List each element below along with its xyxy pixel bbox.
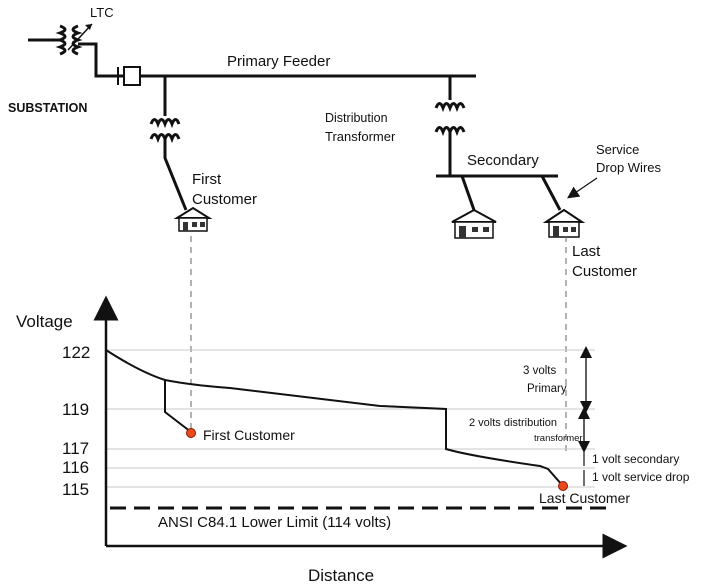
- substation-lead: [78, 42, 114, 78]
- last-customer-label-line1: Last: [572, 243, 601, 260]
- first-distribution-transformer-icon: [149, 118, 181, 144]
- x-axis-label: Distance: [308, 566, 374, 584]
- y-tick-116: 116: [62, 458, 89, 477]
- primary-drop-label-line1: 3 volts: [523, 365, 556, 377]
- y-tick-119: 119: [62, 400, 89, 419]
- service-drop-label-line1: Service: [596, 142, 639, 157]
- service-drop-pointer-arrow: [567, 177, 598, 199]
- primary-feeder-label: Primary Feeder: [227, 53, 330, 70]
- secondary-drop-label: 1 volt secondary: [592, 452, 679, 466]
- primary-drop-label-line2: Primary: [527, 383, 567, 395]
- distribution-transformer-label-line2: Transformer: [325, 129, 396, 144]
- distribution-transformer-label-line1: Distribution: [325, 111, 388, 125]
- first-customer-house-icon: [173, 206, 213, 232]
- secondary-label: Secondary: [467, 152, 539, 169]
- first-customer-service-line: [163, 139, 188, 211]
- first-customer-label-line2: Customer: [192, 191, 257, 208]
- distribution-transformer-icon: [434, 102, 466, 137]
- middle-customer-house-icon: [451, 208, 497, 239]
- substation-label: SUBSTATION: [8, 101, 87, 115]
- last-customer-point-label: Last Customer: [539, 490, 630, 506]
- service-drop-wire: [540, 175, 562, 211]
- first-customer-label-line1: First: [192, 171, 222, 188]
- distribution-drop-label-line1: 2 volts distribution: [469, 417, 557, 429]
- first-customer-voltage-branch: [105, 349, 192, 433]
- ltc-label: LTC: [90, 5, 114, 20]
- network-schematic: LTC SUBSTATION Primary Feeder First Cust…: [8, 5, 662, 280]
- y-tick-122: 122: [62, 343, 90, 362]
- service-drop-label-line2: Drop Wires: [596, 160, 662, 175]
- voltage-drop-brackets: [578, 346, 592, 486]
- y-tick-115: 115: [62, 480, 89, 499]
- voltage-chart: Voltage Distance 122 119 117 116 115 Fir…: [16, 295, 690, 584]
- service-drop-volt-label: 1 volt service drop: [592, 470, 690, 484]
- feeder-voltage-profile: [164, 379, 564, 487]
- y-tick-117: 117: [62, 439, 89, 458]
- last-customer-house-icon: [542, 208, 586, 238]
- first-customer-point-label: First Customer: [203, 427, 295, 443]
- y-axis-label: Voltage: [16, 312, 73, 331]
- distribution-drop-label-line2: transformer: [534, 433, 583, 444]
- last-customer-point: [558, 481, 568, 491]
- ansi-lower-limit-label: ANSI C84.1 Lower Limit (114 volts): [158, 514, 391, 531]
- ltc-transformer-icon: [55, 23, 93, 56]
- gridlines: [106, 349, 595, 488]
- first-customer-point: [186, 428, 196, 438]
- last-customer-label-line2: Customer: [572, 263, 637, 280]
